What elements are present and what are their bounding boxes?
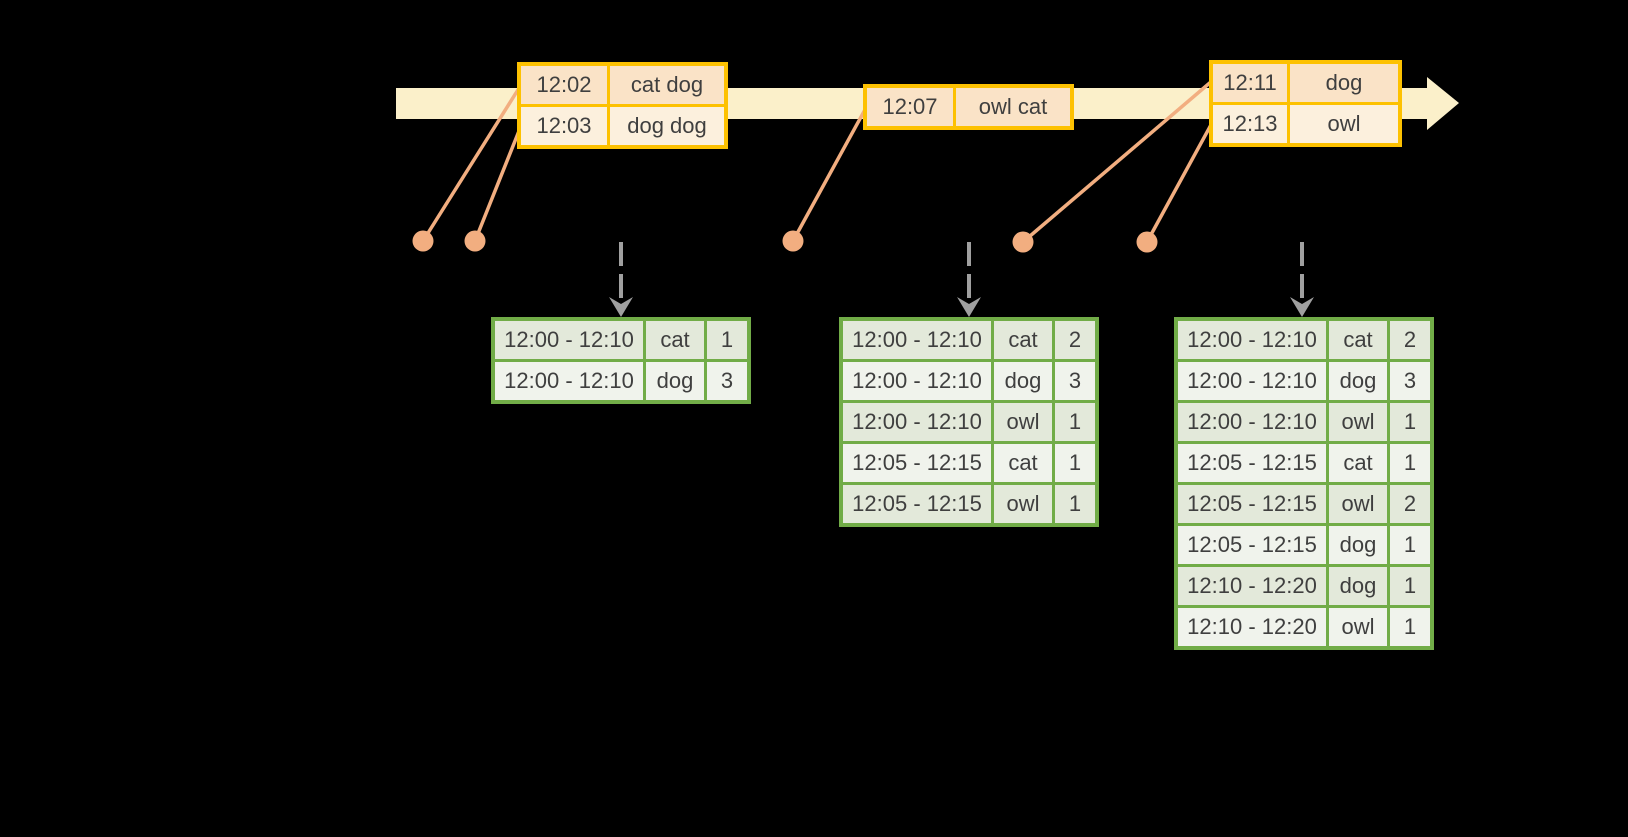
word-cell: owl [991,400,1055,444]
event-row: 12:13 owl [1209,102,1402,147]
word-cell: cat [643,317,707,362]
window-cell: 12:00 - 12:10 [839,400,994,444]
window-cell: 12:00 - 12:10 [491,359,646,404]
event-time-cell: 12:13 [1209,102,1290,147]
result-row: 12:00 - 12:10 dog 3 [839,359,1099,403]
event-time-cell: 12:11 [1209,60,1290,105]
word-cell: owl [1326,482,1390,526]
word-cell: dog [643,359,707,404]
event-connector-line [791,105,869,242]
word-cell: owl [1326,605,1390,650]
result-row: 12:05 - 12:15 cat 1 [1174,441,1434,485]
event-row: 12:11 dog [1209,60,1402,105]
count-cell: 2 [1052,317,1099,362]
event-connector-line [1145,122,1214,243]
count-cell: 1 [1052,441,1099,485]
count-cell: 1 [1387,441,1434,485]
count-cell: 1 [1387,564,1434,608]
count-cell: 1 [1387,523,1434,567]
count-cell: 2 [1387,482,1434,526]
dashed-down-arrow-icon [1290,242,1314,317]
word-cell: owl [1326,400,1390,444]
event-dot-icon [1136,231,1158,253]
count-cell: 3 [704,359,751,404]
result-table-1: 12:00 - 12:10 cat 1 12:00 - 12:10 dog 3 [491,317,751,404]
count-cell: 2 [1387,317,1434,362]
event-table-2: 12:07 owl cat [863,84,1074,130]
count-cell: 1 [1052,400,1099,444]
event-connector-line [473,125,523,242]
dashed-down-arrow-icon [609,242,633,317]
result-row: 12:00 - 12:10 cat 2 [839,317,1099,362]
event-time-cell: 12:02 [517,62,610,107]
result-row: 12:10 - 12:20 dog 1 [1174,564,1434,608]
window-cell: 12:00 - 12:10 [1174,359,1329,403]
result-table-2: 12:00 - 12:10 cat 2 12:00 - 12:10 dog 3 … [839,317,1099,527]
word-cell: cat [1326,317,1390,362]
count-cell: 1 [1052,482,1099,527]
event-time-cell: 12:07 [863,84,956,130]
count-cell: 1 [1387,400,1434,444]
window-cell: 12:10 - 12:20 [1174,564,1329,608]
result-row: 12:05 - 12:15 owl 2 [1174,482,1434,526]
result-row: 12:00 - 12:10 dog 3 [1174,359,1434,403]
dashed-down-arrow-icon [957,242,981,317]
result-row: 12:05 - 12:15 owl 1 [839,482,1099,527]
result-row: 12:10 - 12:20 owl 1 [1174,605,1434,650]
word-cell: dog [1326,359,1390,403]
count-cell: 1 [704,317,751,362]
event-connector-line [421,84,523,242]
result-row: 12:00 - 12:10 dog 3 [491,359,751,404]
word-cell: cat [991,317,1055,362]
result-row: 12:05 - 12:15 cat 1 [839,441,1099,485]
event-words-cell: cat dog [607,62,728,107]
window-cell: 12:00 - 12:10 [1174,400,1329,444]
event-words-cell: owl [1287,102,1402,147]
result-row: 12:00 - 12:10 cat 1 [491,317,751,362]
result-row: 12:00 - 12:10 owl 1 [839,400,1099,444]
window-cell: 12:05 - 12:15 [1174,441,1329,485]
word-cell: cat [991,441,1055,485]
event-dot-icon [1012,231,1034,253]
window-cell: 12:05 - 12:15 [839,441,994,485]
word-cell: owl [991,482,1055,527]
window-cell: 12:00 - 12:10 [1174,317,1329,362]
event-words-cell: dog dog [607,104,728,149]
event-words-cell: dog [1287,60,1402,105]
word-cell: dog [1326,523,1390,567]
window-cell: 12:05 - 12:15 [1174,482,1329,526]
result-row: 12:00 - 12:10 cat 2 [1174,317,1434,362]
count-cell: 1 [1387,605,1434,650]
event-dot-icon [412,230,434,252]
event-row: 12:02 cat dog [517,62,728,107]
window-cell: 12:10 - 12:20 [1174,605,1329,650]
event-table-3: 12:11 dog 12:13 owl [1209,60,1402,147]
word-cell: dog [991,359,1055,403]
result-table-3: 12:00 - 12:10 cat 2 12:00 - 12:10 dog 3 … [1174,317,1434,650]
event-table-1: 12:02 cat dog 12:03 dog dog [517,62,728,149]
window-cell: 12:05 - 12:15 [1174,523,1329,567]
word-cell: dog [1326,564,1390,608]
event-dot-icon [464,230,486,252]
word-cell: cat [1326,441,1390,485]
event-words-cell: owl cat [953,84,1074,130]
window-cell: 12:05 - 12:15 [839,482,994,527]
window-cell: 12:00 - 12:10 [839,317,994,362]
result-row: 12:00 - 12:10 owl 1 [1174,400,1434,444]
count-cell: 3 [1052,359,1099,403]
event-time-cell: 12:03 [517,104,610,149]
event-row: 12:07 owl cat [863,84,1074,130]
event-dot-icon [782,230,804,252]
event-row: 12:03 dog dog [517,104,728,149]
window-cell: 12:00 - 12:10 [839,359,994,403]
result-row: 12:05 - 12:15 dog 1 [1174,523,1434,567]
count-cell: 3 [1387,359,1434,403]
timeline-arrowhead-icon [1427,77,1459,130]
window-cell: 12:00 - 12:10 [491,317,646,362]
event-connector-line [1021,79,1214,244]
